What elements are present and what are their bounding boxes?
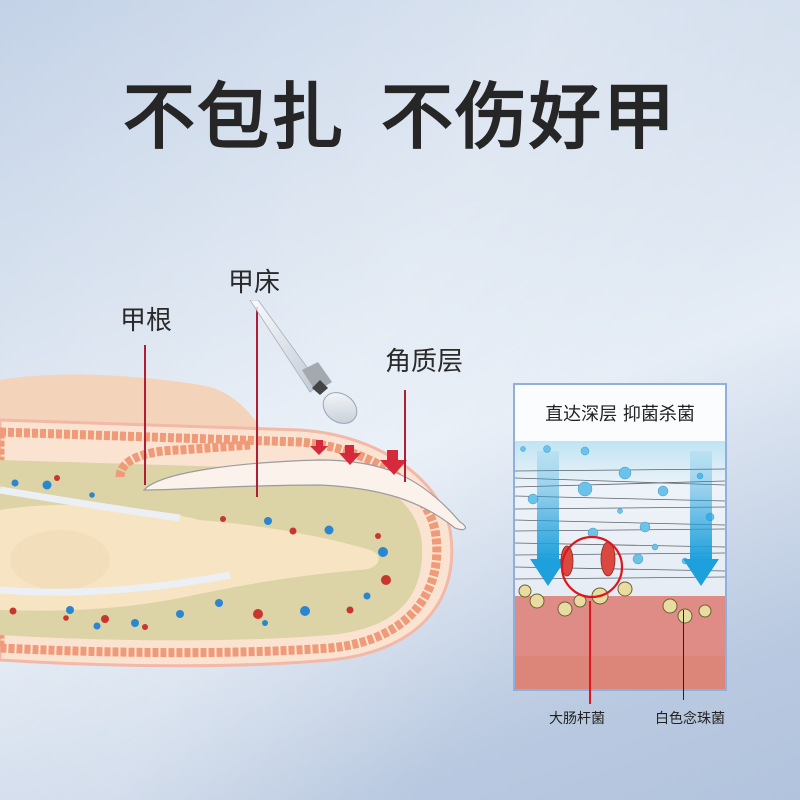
headline-part2: 不伤好甲 xyxy=(381,75,678,159)
leader-line-candida xyxy=(683,610,684,700)
label-stratum-corneum: 角质层 xyxy=(385,347,464,377)
label-nail-root: 甲根 xyxy=(120,306,173,336)
blue-down-arrow-icon xyxy=(530,451,719,586)
label-candida-albicans: 白色念珠菌 xyxy=(655,711,725,727)
label-e-coli: 大肠杆菌 xyxy=(549,711,605,727)
leader-line-nail-bed xyxy=(256,307,258,497)
circle-highlight-icon xyxy=(560,535,624,599)
infographic-title: 直达深层 抑菌杀菌 xyxy=(515,385,725,441)
headline-part1: 不包扎 xyxy=(122,75,345,159)
leader-line-e-coli xyxy=(589,601,591,704)
nail-cross-section-illustration xyxy=(0,374,467,668)
skin-layer-bacteria-illustration xyxy=(515,441,725,689)
antibacterial-infographic: 直达深层 抑菌杀菌 xyxy=(513,383,727,691)
label-nail-bed: 甲床 xyxy=(228,268,281,298)
headline: 不包扎不伤好甲 xyxy=(0,58,800,163)
blood-vessel-dots xyxy=(9,475,391,630)
leader-line-stratum-corneum xyxy=(404,390,406,482)
leader-line-nail-root xyxy=(144,345,146,485)
dropper-icon xyxy=(249,300,358,424)
down-arrow-icon xyxy=(310,440,407,475)
